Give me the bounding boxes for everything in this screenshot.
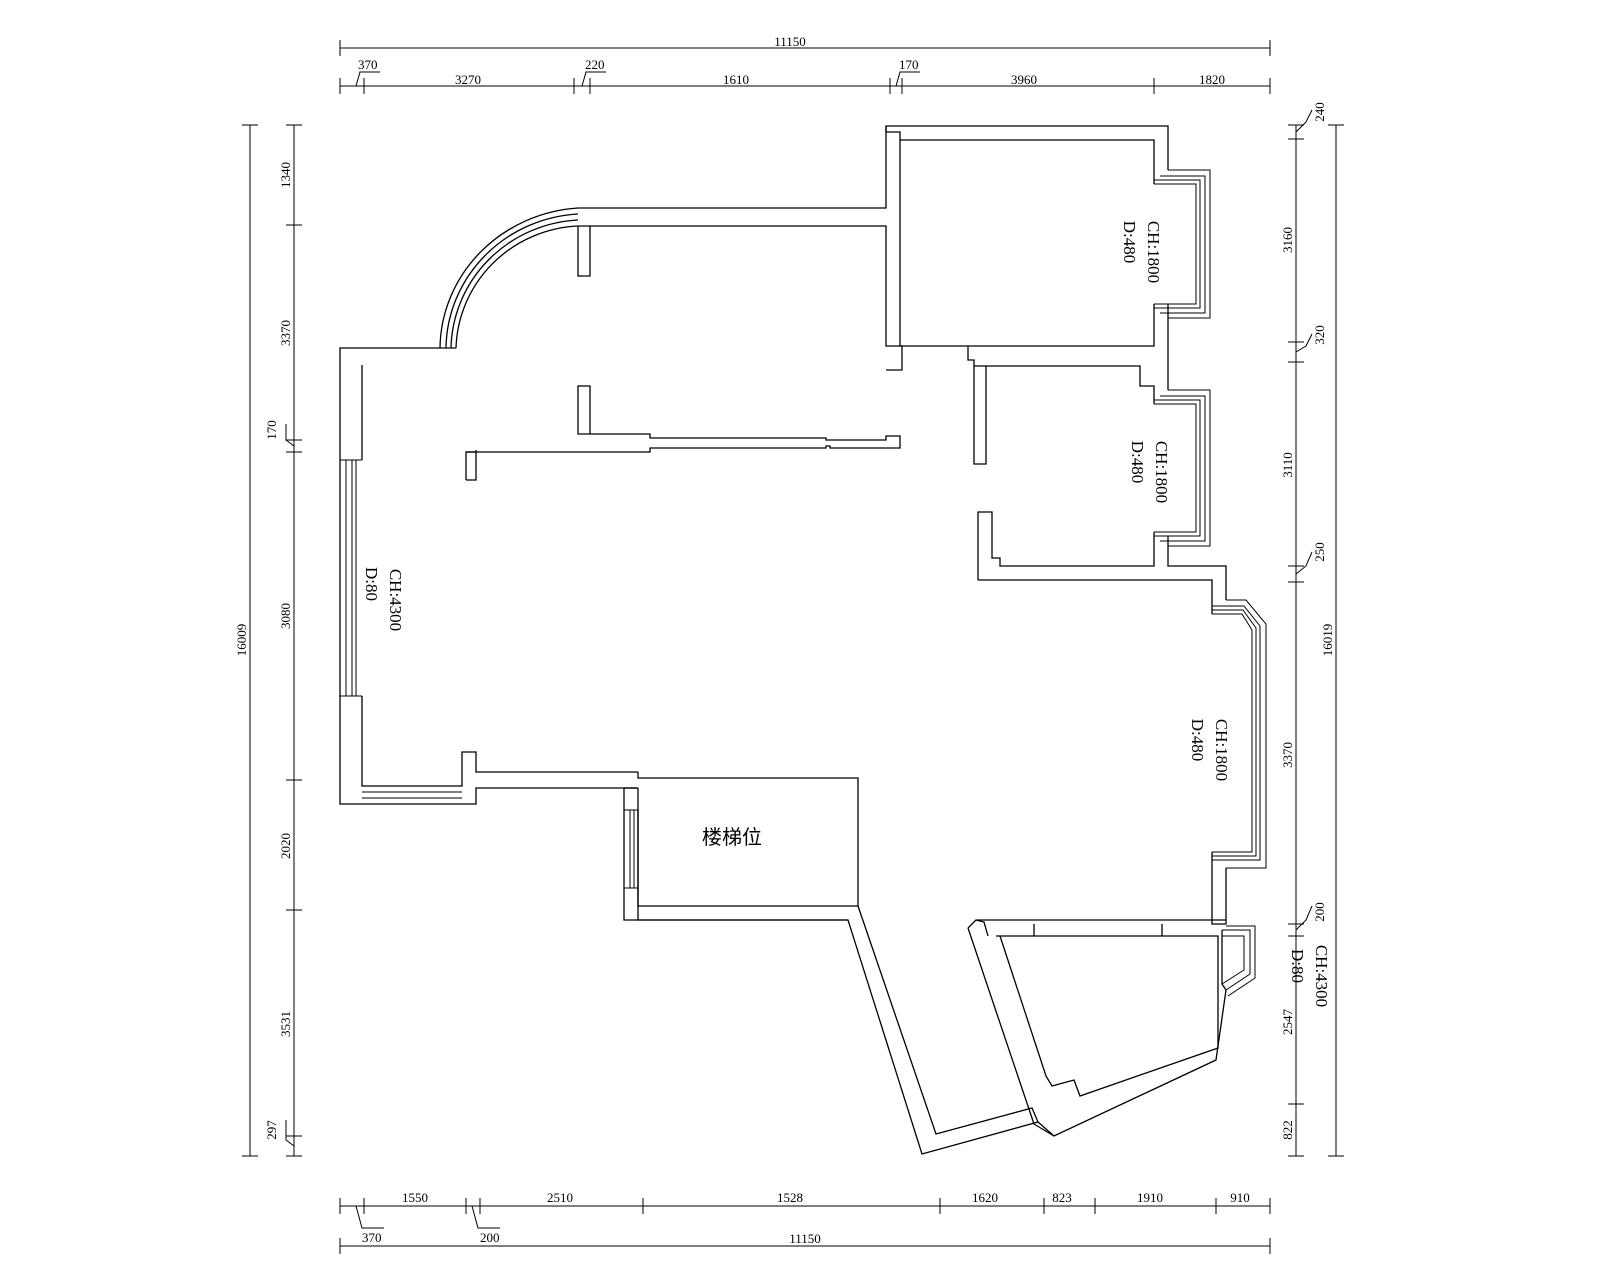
top-seg-dim-1: 3270 [455, 72, 481, 87]
left-seg-dim-3: 170 [264, 420, 279, 440]
bedroom1-window-d: D:480 [1120, 221, 1139, 264]
left-seg-dim-2: 3370 [278, 320, 293, 346]
bottom-seg-dim-4: 1620 [972, 1190, 998, 1205]
stair-label: 楼梯位 [702, 825, 762, 849]
right-seg-dim-1: 240 [1312, 102, 1327, 122]
right-dimensions: 240 3160 320 3110 250 3370 200 2547 822 … [1280, 102, 1344, 1157]
left-seg-dim-4: 3080 [278, 603, 293, 629]
bottom-overall-dim: 11150 [789, 1231, 821, 1246]
bottom-seg-dim-6: 1910 [1137, 1190, 1163, 1205]
left-seg-dim-7: 297 [264, 1120, 279, 1140]
bedroom2-window-d: D:480 [1128, 441, 1147, 484]
living-window-d: D:80 [362, 567, 381, 601]
right-seg-dim-3: 320 [1312, 325, 1327, 345]
bedroom1-window-ch: CH:1800 [1144, 221, 1163, 283]
left-seg-dim-6: 3531 [278, 1011, 293, 1037]
top-small-dim-1: 370 [358, 57, 378, 72]
right-seg-dim-7: 200 [1312, 902, 1327, 922]
window-notes: CH:1800 D:480 CH:1800 D:480 CH:4300 D:80… [362, 221, 1331, 1007]
top-small-dim-3: 170 [899, 57, 919, 72]
east-window-d: D:480 [1188, 719, 1207, 762]
east-window-ch: CH:1800 [1212, 719, 1231, 781]
top-seg-dim-3: 3960 [1011, 72, 1037, 87]
top-small-dim-2: 220 [585, 57, 605, 72]
bottom-seg-dim-5: 823 [1052, 1190, 1072, 1205]
bottom-dimensions: 1550 2510 1528 1620 823 1910 910 370 200… [339, 1190, 1271, 1254]
right-overall-dim: 16019 [1320, 624, 1335, 657]
bottom-seg-dim-3: 1528 [777, 1190, 803, 1205]
top-seg-dim-2: 1610 [723, 72, 749, 87]
living-window-ch: CH:4300 [386, 569, 405, 631]
top-seg-dim-4: 1820 [1199, 72, 1225, 87]
bottom-seg-dim-2: 2510 [547, 1190, 573, 1205]
right-seg-dim-2: 3160 [1280, 227, 1295, 253]
balcony-window-d: D:80 [1288, 949, 1307, 983]
bedroom2-window-ch: CH:1800 [1152, 441, 1171, 503]
bottom-small-dim-2: 200 [480, 1230, 500, 1245]
walls [339, 125, 1227, 1155]
bottom-seg-dim-1: 1550 [402, 1190, 428, 1205]
top-dimensions: 11150 370 220 170 3270 1610 3960 1820 [339, 34, 1271, 94]
left-seg-dim-5: 2020 [278, 833, 293, 859]
windows [340, 169, 1267, 997]
right-seg-dim-4: 3110 [1280, 452, 1295, 478]
right-seg-dim-5: 250 [1312, 542, 1327, 562]
left-overall-dim: 16009 [234, 624, 249, 657]
bottom-small-dim-1: 370 [362, 1230, 382, 1245]
left-dimensions: 16009 1340 3370 170 3080 2020 3531 297 [234, 124, 302, 1157]
right-seg-dim-6: 3370 [1280, 742, 1295, 768]
right-seg-dim-8: 2547 [1280, 1009, 1295, 1036]
right-seg-dim-9: 822 [1280, 1120, 1295, 1140]
top-overall-dim: 11150 [774, 34, 806, 49]
left-seg-dim-1: 1340 [278, 162, 293, 188]
balcony-window-ch: CH:4300 [1312, 945, 1331, 1007]
bottom-seg-dim-7: 910 [1230, 1190, 1250, 1205]
